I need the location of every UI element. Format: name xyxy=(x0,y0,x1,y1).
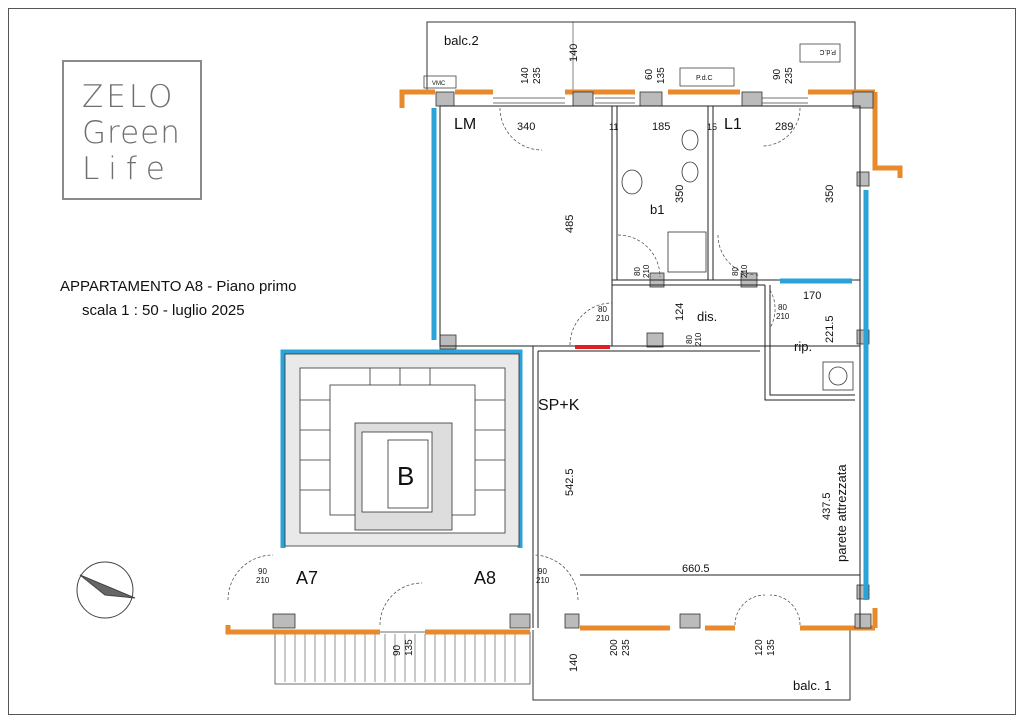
balcony-2-label: balc.2 xyxy=(444,33,479,48)
door-b1-width: 80 xyxy=(633,267,642,276)
top-openings xyxy=(423,43,841,104)
balcony-1 xyxy=(532,630,851,701)
dim-350-b1: 350 xyxy=(674,185,686,203)
balcony-2 xyxy=(426,21,856,90)
bathroom-fixtures xyxy=(621,129,854,391)
win-5-width: 120 xyxy=(754,639,765,656)
dim-289: 289 xyxy=(775,121,793,133)
door-l1-height: 210 xyxy=(740,264,749,278)
door-swings xyxy=(227,107,801,626)
door-lm-width: 80 xyxy=(598,305,607,314)
room-a7: A7 xyxy=(296,568,318,588)
win-2-height: 135 xyxy=(656,67,667,84)
win-3-height: 235 xyxy=(784,67,795,84)
logo-line-1: ZELO xyxy=(82,79,176,115)
dim-437-5: 437.5 xyxy=(821,492,833,520)
room-spk: SP+K xyxy=(538,397,580,414)
interior-walls xyxy=(439,105,861,628)
door-dis-height: 210 xyxy=(694,332,703,346)
drawing-frame xyxy=(8,8,1016,715)
win-5-height: 135 xyxy=(766,639,777,656)
dim-340: 340 xyxy=(517,121,535,133)
dim-140-bottom: 140 xyxy=(568,654,580,672)
plan-subtitle: scala 1 : 50 - luglio 2025 xyxy=(82,302,245,319)
room-b1: b1 xyxy=(650,202,664,217)
room-stair: B xyxy=(397,461,414,491)
pdc-label-1: P.d.C xyxy=(696,75,713,82)
dim-350-l1: 350 xyxy=(824,185,836,203)
door-rip-height: 210 xyxy=(776,312,790,321)
compass-icon xyxy=(76,561,136,619)
room-l1: L1 xyxy=(724,116,742,133)
door-b1-height: 210 xyxy=(642,264,651,278)
door-a7-width: 90 xyxy=(258,567,267,576)
balcony-1-label: balc. 1 xyxy=(793,678,831,693)
dim-170: 170 xyxy=(803,290,821,302)
dim-660-5: 660.5 xyxy=(682,563,710,575)
win-4-width: 200 xyxy=(609,639,620,656)
room-lm: LM xyxy=(454,116,476,133)
win-4-height: 235 xyxy=(621,639,632,656)
door-a8-height: 210 xyxy=(536,576,550,585)
win-1-width: 140 xyxy=(520,67,531,84)
win-3-width: 90 xyxy=(772,68,783,80)
dim-542-5: 542.5 xyxy=(564,468,576,496)
logo-line-2: Green xyxy=(82,115,181,151)
room-parete: parete attrezzata xyxy=(834,464,849,562)
dim-124: 124 xyxy=(674,303,686,321)
door-a7-height: 210 xyxy=(256,576,270,585)
dim-11: 11 xyxy=(609,122,618,132)
win-2-width: 60 xyxy=(644,68,655,80)
dim-221-5: 221.5 xyxy=(824,315,836,343)
landing-hatch xyxy=(274,631,531,685)
plan-title: APPARTAMENTO A8 - Piano primo xyxy=(60,278,297,295)
win-6-height: 135 xyxy=(404,639,415,656)
logo: ZELO Green Life xyxy=(62,60,202,200)
win-6-width: 90 xyxy=(392,644,403,656)
door-rip-width: 80 xyxy=(778,303,787,312)
room-rip: rip. xyxy=(794,339,812,354)
dim-485: 485 xyxy=(564,215,576,233)
stair-core xyxy=(284,353,520,547)
logo-line-3: Life xyxy=(82,151,174,187)
insulation xyxy=(280,108,869,600)
vmc-label: VMC xyxy=(432,81,446,87)
room-a8: A8 xyxy=(474,568,496,588)
win-1-height: 235 xyxy=(532,67,543,84)
door-dis-width: 80 xyxy=(685,335,694,344)
dim-15: 15 xyxy=(707,122,717,132)
door-a8-width: 90 xyxy=(538,567,547,576)
door-lm-height: 210 xyxy=(596,314,610,323)
door-l1-width: 80 xyxy=(731,267,740,276)
dim-185: 185 xyxy=(652,121,670,133)
dim-140-top: 140 xyxy=(568,44,580,62)
room-dis: dis. xyxy=(697,309,717,324)
pdc-label-2: P.d.C xyxy=(819,48,836,55)
